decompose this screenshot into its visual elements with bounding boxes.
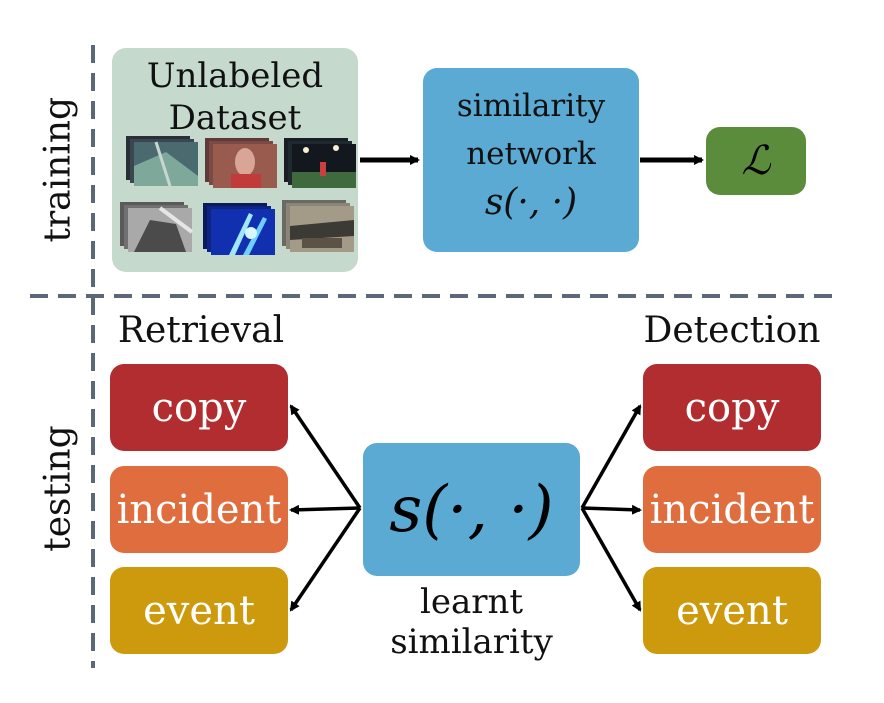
loss-symbol: ℒ — [741, 138, 771, 184]
learnt-similarity-box: s(·, ·) — [363, 443, 580, 576]
retrieval-heading: Retrieval — [117, 310, 285, 351]
detection-event-box: event — [643, 567, 821, 654]
video-thumbnail-3 — [284, 138, 356, 188]
network-title-line1: similarity — [456, 88, 606, 124]
detection-copy-box: copy — [643, 364, 821, 451]
detection-event-label: event — [676, 587, 788, 634]
learnt-caption-line2: similarity — [390, 622, 553, 662]
network-function: s(·, ·) — [484, 182, 578, 223]
testing-label: testing — [37, 425, 79, 552]
loss-box: ℒ — [706, 127, 806, 195]
arrow-to-retrieval-copy — [289, 404, 362, 509]
arrow-to-retrieval-incident — [289, 504, 361, 515]
network-title-line2: network — [466, 136, 596, 172]
detection-incident-label: incident — [649, 486, 815, 533]
similarity-network-box: similarity network s(·, ·) — [423, 68, 639, 252]
dataset-title-line1: Unlabeled — [146, 56, 324, 96]
retrieval-event-box: event — [110, 567, 288, 654]
arrow-to-detection-incident — [581, 504, 642, 515]
retrieval-incident-box: incident — [110, 466, 288, 553]
arrow-to-detection-copy — [580, 404, 642, 509]
video-thumbnail-2 — [205, 138, 277, 188]
video-thumbnail-1 — [126, 136, 198, 187]
video-thumbnail-4 — [120, 202, 194, 252]
arrow-to-detection-event — [580, 507, 642, 612]
detection-copy-label: copy — [684, 384, 780, 431]
retrieval-copy-label: copy — [151, 384, 247, 431]
learnt-caption-line1: learnt — [419, 582, 524, 622]
detection-heading: Detection — [643, 310, 821, 351]
retrieval-event-label: event — [143, 587, 255, 634]
learnt-similarity-function: s(·, ·) — [389, 472, 554, 547]
arrow-to-retrieval-event — [289, 507, 362, 612]
retrieval-incident-label: incident — [116, 486, 282, 533]
detection-incident-box: incident — [643, 466, 821, 553]
retrieval-copy-box: copy — [110, 364, 288, 451]
video-thumbnail-6 — [282, 200, 354, 252]
video-thumbnail-5 — [203, 203, 275, 255]
dataset-title-line2: Dataset — [168, 98, 302, 138]
training-label: training — [37, 96, 79, 243]
